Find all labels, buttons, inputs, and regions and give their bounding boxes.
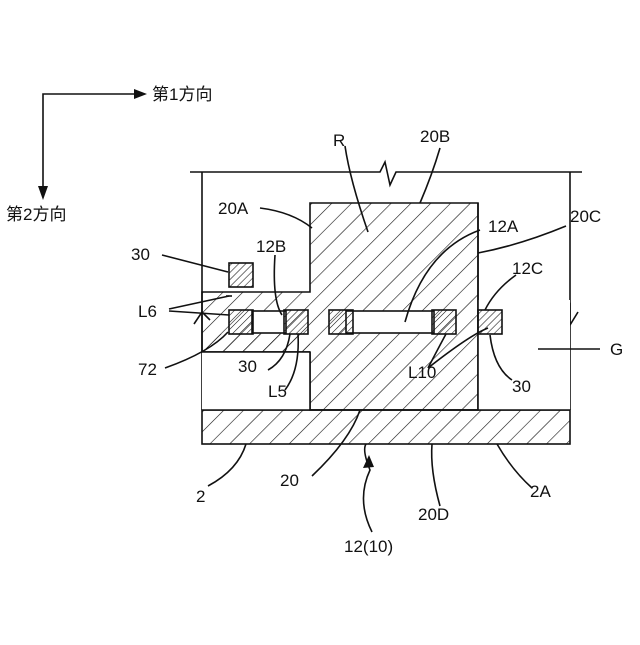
arrow-right-icon	[134, 89, 147, 99]
arrow-down-icon	[38, 186, 48, 200]
label-30-top: 30	[131, 245, 150, 264]
label-20C: 20C	[570, 207, 601, 226]
pad-30-center-a	[329, 310, 353, 334]
label-20: 20	[280, 471, 299, 490]
label-12B: 12B	[256, 237, 286, 256]
label-L5: L5	[268, 382, 287, 401]
label-12A: 12A	[488, 217, 519, 236]
second-direction-label: 第2方向	[6, 205, 66, 224]
arrow-up-icon	[363, 455, 374, 468]
label-30-left: 30	[238, 357, 257, 376]
pad-30-center-b	[432, 310, 456, 334]
label-12-10: 12(10)	[344, 537, 393, 556]
pad-30-left-b	[284, 310, 308, 334]
label-20D: 20D	[418, 505, 449, 524]
label-30-right: 30	[512, 377, 531, 396]
label-L6: L6	[138, 302, 157, 321]
label-72: 72	[138, 360, 157, 379]
label-2A: 2A	[530, 482, 551, 501]
label-R: R	[333, 131, 345, 150]
label-L10: L10	[408, 363, 436, 382]
pad-30-top	[229, 263, 253, 287]
label-12C: 12C	[512, 259, 543, 278]
label-20B: 20B	[420, 127, 450, 146]
first-direction-label: 第1方向	[152, 85, 212, 104]
label-2: 2	[196, 487, 205, 506]
pad-30-left-a	[229, 310, 253, 334]
label-20A: 20A	[218, 199, 249, 218]
opening-12A	[346, 311, 434, 333]
substrate-2	[202, 410, 570, 444]
direction-arrows: 第1方向 第2方向	[6, 85, 212, 224]
label-G: G	[610, 340, 623, 359]
